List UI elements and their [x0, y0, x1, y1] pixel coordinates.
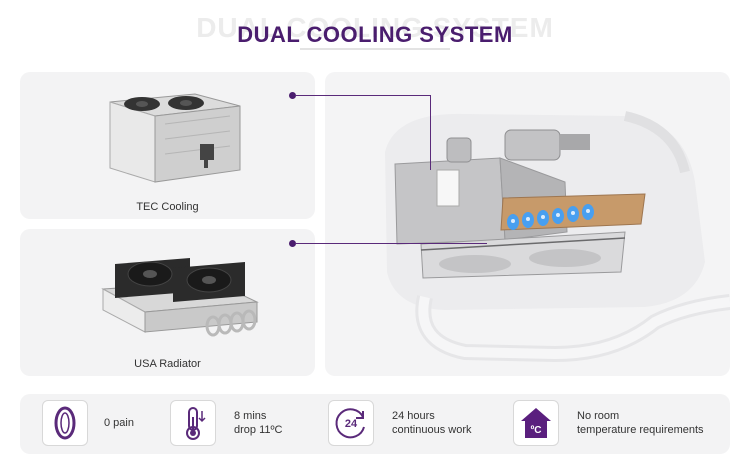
feature-line: No room [577, 410, 620, 422]
cooling-visual-panel [325, 72, 730, 376]
usa-radiator-panel: USA Radiator [20, 229, 315, 376]
feature-line: temperature requirements [577, 424, 704, 436]
connector-line-tec-vertical [430, 95, 431, 170]
connector-dot-radiator [289, 240, 296, 247]
usa-radiator-image [101, 258, 259, 337]
feature-line: drop 11ºC [234, 424, 283, 436]
feature-icon-zero-pain [42, 400, 88, 446]
house-celsius-icon: ºC [521, 408, 551, 438]
clock-24-icon: 24 [335, 408, 365, 439]
tec-cooling-module-image [109, 93, 241, 183]
connector-line-tec-horizontal [295, 95, 431, 96]
feature-text-room-temperature: No room temperature requirements [577, 409, 704, 437]
feature-text-temperature-drop: 8 mins drop 11ºC [234, 409, 282, 437]
clock-badge: 24 [345, 418, 358, 430]
feature-text-continuous-work: 24 hours continuous work [392, 409, 472, 437]
tec-cooling-panel: TEC Cooling [20, 72, 315, 219]
feature-line: 0 pain [104, 417, 134, 429]
zero-icon [54, 406, 76, 440]
cooling-handpiece-cutaway-image [385, 111, 730, 363]
feature-icon-continuous-work: 24 [328, 400, 374, 446]
feature-line: 24 hours [392, 410, 435, 422]
usa-radiator-label: USA Radiator [134, 358, 201, 370]
feature-icon-room-temperature: ºC [513, 400, 559, 446]
thermometer-icon [186, 407, 206, 440]
feature-line: continuous work [392, 424, 472, 436]
house-badge: ºC [531, 425, 542, 436]
background-title: DUAL COOLING SYSTEM [196, 12, 554, 43]
feature-line: 8 mins [234, 410, 267, 422]
connector-dot-tec [289, 92, 296, 99]
feature-text-zero-pain: 0 pain [104, 416, 134, 430]
title-underline [300, 48, 450, 50]
feature-strip [20, 394, 730, 454]
page-title: DUAL COOLING SYSTEM [237, 22, 513, 47]
feature-icon-temperature-drop [170, 400, 216, 446]
connector-line-radiator [295, 243, 487, 244]
tec-cooling-label: TEC Cooling [136, 201, 199, 213]
